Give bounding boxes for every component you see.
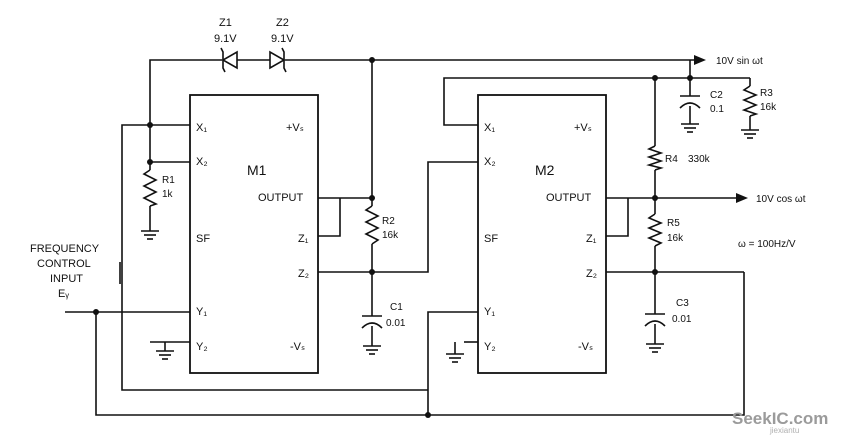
r3-name: R3 — [760, 88, 773, 99]
junction-dot — [147, 122, 153, 128]
omega-label: ω = 100Hz/V — [738, 239, 796, 250]
r1-name: R1 — [162, 175, 175, 186]
junction-dot — [369, 269, 375, 275]
r1-value: 1k — [162, 189, 174, 200]
m1-pin-vs-neg: -Vₛ — [290, 341, 305, 353]
m2-pin-output: OUTPUT — [546, 192, 592, 204]
r5-value: 16k — [667, 233, 684, 244]
freq-label-line2: CONTROL — [37, 258, 91, 270]
multiplier-m2 — [477, 94, 607, 374]
capacitor-c1-icon — [361, 315, 383, 329]
ground-icon — [140, 224, 160, 240]
z2-value: 9.1V — [271, 33, 294, 45]
cos-output-label: 10V cos ωt — [756, 194, 806, 205]
resistor-r3-icon — [741, 85, 759, 117]
m1-pin-y2: Y₂ — [196, 341, 208, 353]
m1-name: M1 — [247, 162, 267, 178]
m1-pin-x2: X₂ — [196, 156, 208, 168]
freq-label-line4: Eᵧ — [58, 288, 69, 300]
m2-pin-vs-neg: -Vₛ — [578, 341, 593, 353]
m2-input-wires — [443, 77, 655, 348]
ground-icon — [445, 347, 465, 363]
junction-dot — [93, 309, 99, 315]
m1-output-wires — [318, 60, 478, 340]
m1-pin-vs-pos: +Vₛ — [286, 122, 304, 134]
r3-value: 16k — [760, 102, 777, 113]
m2-pin-x1: X₁ — [484, 122, 495, 134]
m2-pin-x2: X₂ — [484, 156, 496, 168]
m1-pin-z2: Z₂ — [298, 268, 309, 280]
resistor-r5-icon — [646, 213, 664, 247]
m1-input-wires — [121, 124, 428, 391]
resistor-r2-icon — [364, 205, 380, 245]
resistor-r1-icon — [142, 169, 159, 207]
junction-dot — [652, 75, 658, 81]
junction-dot — [425, 412, 431, 418]
junction-dot — [652, 195, 658, 201]
zener-z1-icon — [220, 47, 238, 73]
junction-dot — [147, 159, 153, 165]
m1-pin-sf: SF — [196, 233, 210, 245]
resistor-r4-icon — [646, 145, 664, 171]
c1-value: 0.01 — [386, 318, 406, 329]
c2-name: C2 — [710, 90, 723, 101]
z1-value: 9.1V — [214, 33, 237, 45]
ground-icon — [740, 123, 760, 139]
capacitor-c3-icon — [644, 313, 666, 327]
sin-output-label: 10V sin ωt — [716, 56, 763, 67]
m1-pin-output: OUTPUT — [258, 192, 304, 204]
r2-name: R2 — [382, 216, 395, 227]
r4-value: 330k — [688, 154, 711, 165]
ground-icon — [680, 117, 700, 133]
junction-dot — [369, 195, 375, 201]
ground-icon — [362, 339, 382, 355]
watermark-sub: jiexiantu — [769, 426, 799, 435]
r2-value: 16k — [382, 230, 399, 241]
c3-name: C3 — [676, 298, 689, 309]
m2-pin-y1: Y₁ — [484, 306, 495, 318]
r4-name: R4 — [665, 154, 678, 165]
m1-pin-x1: X₁ — [196, 122, 207, 134]
junction-dot — [687, 75, 693, 81]
freq-label-line1: FREQUENCY — [30, 243, 100, 255]
m2-pin-vs-pos: +Vₛ — [574, 122, 592, 134]
m2-pin-y2: Y₂ — [484, 341, 496, 353]
ground-icon — [155, 344, 175, 360]
c3-value: 0.01 — [672, 314, 692, 325]
watermark-logo: SeekIC.com — [732, 409, 828, 428]
top-sin-wire — [149, 55, 706, 125]
arrow-icon — [736, 193, 748, 203]
m1-pin-y1: Y₁ — [196, 306, 207, 318]
c2-value: 0.1 — [710, 104, 724, 115]
m2-pin-sf: SF — [484, 233, 498, 245]
r5-name: R5 — [667, 218, 680, 229]
m2-pin-z2: Z₂ — [586, 268, 597, 280]
c1-name: C1 — [390, 302, 403, 313]
zener-z2-icon — [269, 47, 287, 73]
ground-icon — [645, 337, 665, 353]
z1-name: Z1 — [219, 17, 232, 29]
freq-label-line3: INPUT — [50, 273, 83, 285]
m2-name: M2 — [535, 162, 555, 178]
multiplier-m1 — [189, 94, 319, 374]
junction-dot — [652, 269, 658, 275]
junction-dot — [369, 57, 375, 63]
m1-pin-z1: Z₁ — [298, 233, 309, 245]
z2-name: Z2 — [276, 17, 289, 29]
capacitor-c2-icon — [679, 95, 701, 109]
m2-pin-z1: Z₁ — [586, 233, 597, 245]
